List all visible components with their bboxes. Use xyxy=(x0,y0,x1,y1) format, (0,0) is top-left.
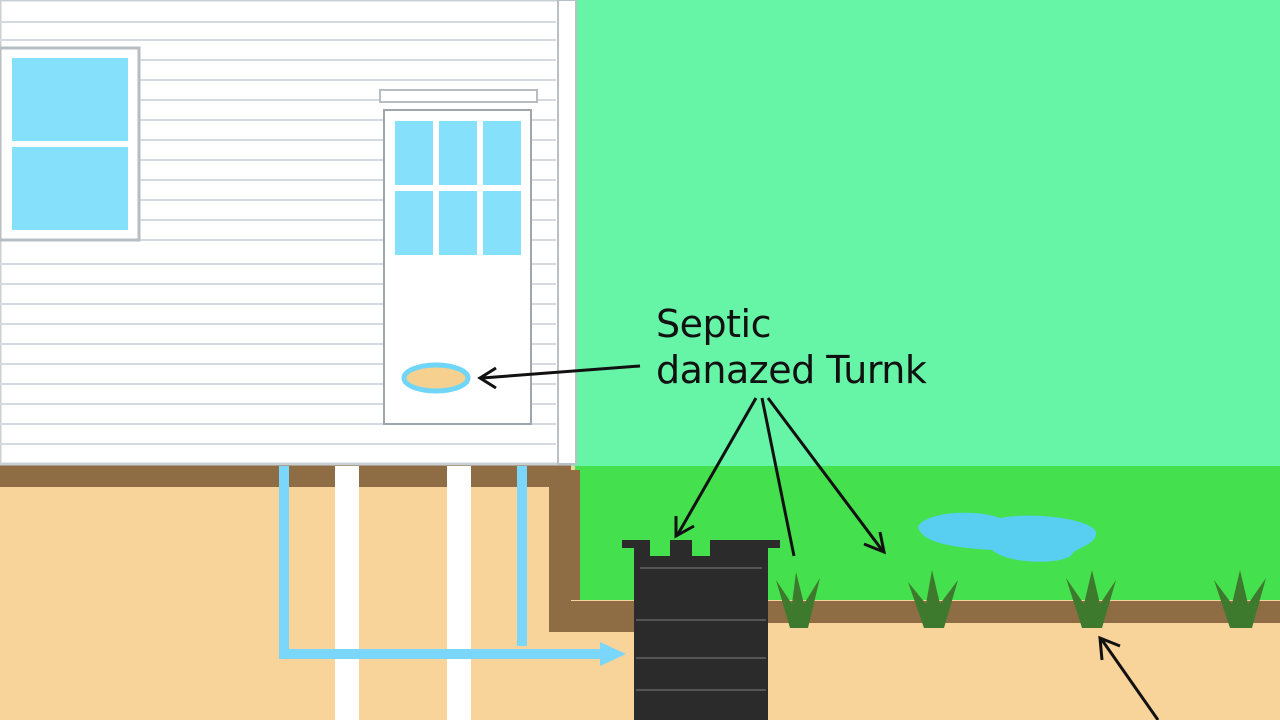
sky-background xyxy=(560,0,1280,470)
pipes xyxy=(279,466,626,720)
window-left xyxy=(0,46,141,242)
grass-tuft-icon xyxy=(776,570,1266,628)
label-line-1: Septic xyxy=(656,302,771,346)
door xyxy=(379,89,538,425)
house-corner-trim xyxy=(557,0,577,465)
soil-edge-left-vertical xyxy=(549,476,640,632)
septic-tank xyxy=(622,540,780,720)
water-puddle-icon xyxy=(918,512,1097,562)
drain-oval xyxy=(401,362,471,394)
label-line-2: danazed Turnk xyxy=(656,348,927,392)
callout-arrows xyxy=(477,364,1160,720)
